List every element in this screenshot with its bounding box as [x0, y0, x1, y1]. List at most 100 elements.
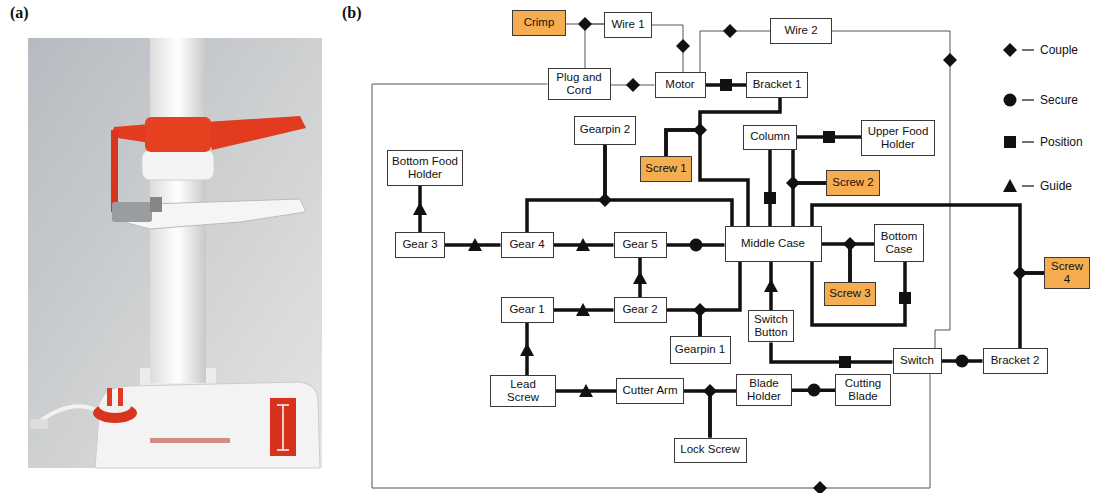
position-symbol: [764, 192, 776, 204]
guide-symbol: [579, 384, 593, 397]
position-symbol: [899, 292, 911, 304]
component-box: Plug and Cord: [548, 68, 611, 100]
component-box: Column: [743, 125, 797, 150]
component-name: Lock Screw: [680, 443, 739, 456]
couple-symbol: [693, 123, 707, 137]
component-name: Blade Holder: [740, 377, 788, 403]
component-box: Gear 1: [501, 297, 554, 323]
component-name: Column: [750, 130, 790, 143]
couple-symbol: [813, 481, 827, 493]
couple-symbol: [723, 24, 737, 38]
component-name: Switch: [900, 354, 934, 367]
wire-line: [652, 25, 683, 72]
collar: [142, 150, 214, 180]
legend-text: Position: [1040, 134, 1083, 150]
switch-knob: [270, 398, 296, 456]
relation-line: [768, 150, 772, 227]
component-box: Bottom Food Holder: [387, 150, 463, 186]
component-name: Bottom Food Holder: [391, 155, 459, 181]
couple-symbol: [786, 176, 800, 190]
relation-line: [527, 145, 605, 233]
switch-line: [282, 405, 284, 450]
component-name: Upper Food Holder: [865, 125, 931, 151]
component-box: Wire 1: [604, 12, 652, 38]
couple-symbol: [578, 17, 592, 31]
component-name: Cutting Blade: [839, 377, 887, 403]
legend-dash: [1022, 141, 1034, 142]
legend-dash: [1022, 49, 1034, 50]
component-name: Wire 1: [611, 18, 644, 31]
guide-symbol: [633, 271, 647, 284]
component-box: Bracket 2: [983, 348, 1048, 374]
relation-line: [771, 342, 893, 362]
guide-symbol: [576, 238, 590, 251]
component-name: Bottom Case: [878, 230, 920, 256]
relation-line: [812, 205, 1044, 273]
couple-symbol: [676, 39, 690, 53]
fastener-box: Screw 1: [640, 156, 692, 182]
legend-dash: [1022, 99, 1034, 100]
fastener-box: Screw 4: [1044, 257, 1090, 289]
component-name: Motor: [665, 78, 694, 91]
couple-symbol: [1013, 266, 1027, 280]
component-name: Screw 1: [645, 162, 687, 175]
component-box: Blade Holder: [736, 374, 792, 406]
component-box: Gear 5: [614, 232, 667, 258]
guide-symbol: [1003, 179, 1017, 192]
relation-line: [793, 150, 826, 184]
legend-symbols: [1003, 43, 1034, 192]
photo-ground: [28, 38, 322, 468]
secure-symbol: [808, 384, 821, 397]
fastener-box: Screw 2: [826, 170, 880, 196]
component-box: Middle Case: [725, 226, 822, 262]
component-box: Cutting Blade: [835, 374, 891, 406]
component-name: Gear 4: [509, 238, 544, 251]
component-box: Upper Food Holder: [861, 120, 935, 156]
component-box: Gearpin 2: [574, 116, 636, 145]
legend-text: Guide: [1040, 178, 1072, 194]
component-box: Gearpin 1: [670, 336, 731, 364]
red-arm: [205, 116, 306, 150]
component-name: Screw 4: [1048, 260, 1086, 286]
relation-line: [700, 262, 740, 336]
component-box: Motor: [655, 72, 706, 98]
blade: [150, 197, 162, 212]
relation-line: [684, 391, 710, 438]
secure-symbol: [690, 239, 703, 252]
component-box: Switch: [893, 348, 942, 374]
wire-line: [372, 84, 930, 488]
couple-symbol: [843, 237, 857, 251]
couple-symbol: [703, 384, 717, 398]
fastener-box: Crimp: [512, 10, 566, 36]
couple-symbol: [943, 53, 957, 67]
component-name: Bracket 2: [991, 354, 1040, 367]
component-name: Cutter Arm: [623, 384, 678, 397]
couple-symbol: [1003, 43, 1017, 57]
relation-line: [605, 145, 732, 227]
component-name: Gearpin 1: [675, 343, 726, 356]
guide-symbol: [413, 202, 427, 215]
component-name: Screw 2: [832, 176, 874, 189]
guide-symbol: [576, 303, 590, 316]
position-symbol: [1004, 136, 1016, 148]
component-name: Switch Button: [752, 313, 790, 339]
component-name: Screw 3: [829, 287, 871, 300]
wire-line: [585, 24, 604, 68]
dial-top: [99, 399, 131, 413]
position-symbol: [839, 356, 851, 368]
switch-line: [277, 404, 289, 406]
component-box: Lead Screw: [490, 375, 556, 407]
component-box: Gear 3: [395, 232, 445, 258]
wire-line: [700, 31, 770, 72]
component-box: Bracket 1: [746, 72, 808, 98]
component-name: Gear 3: [402, 238, 437, 251]
switch-line: [277, 449, 289, 451]
blade-holder: [112, 202, 152, 222]
base: [95, 382, 320, 468]
position-symbol: [720, 79, 732, 91]
relation-line: [812, 262, 905, 325]
relation-line: [850, 244, 874, 282]
red-collar: [145, 117, 211, 152]
component-box: Cutter Arm: [616, 378, 684, 404]
